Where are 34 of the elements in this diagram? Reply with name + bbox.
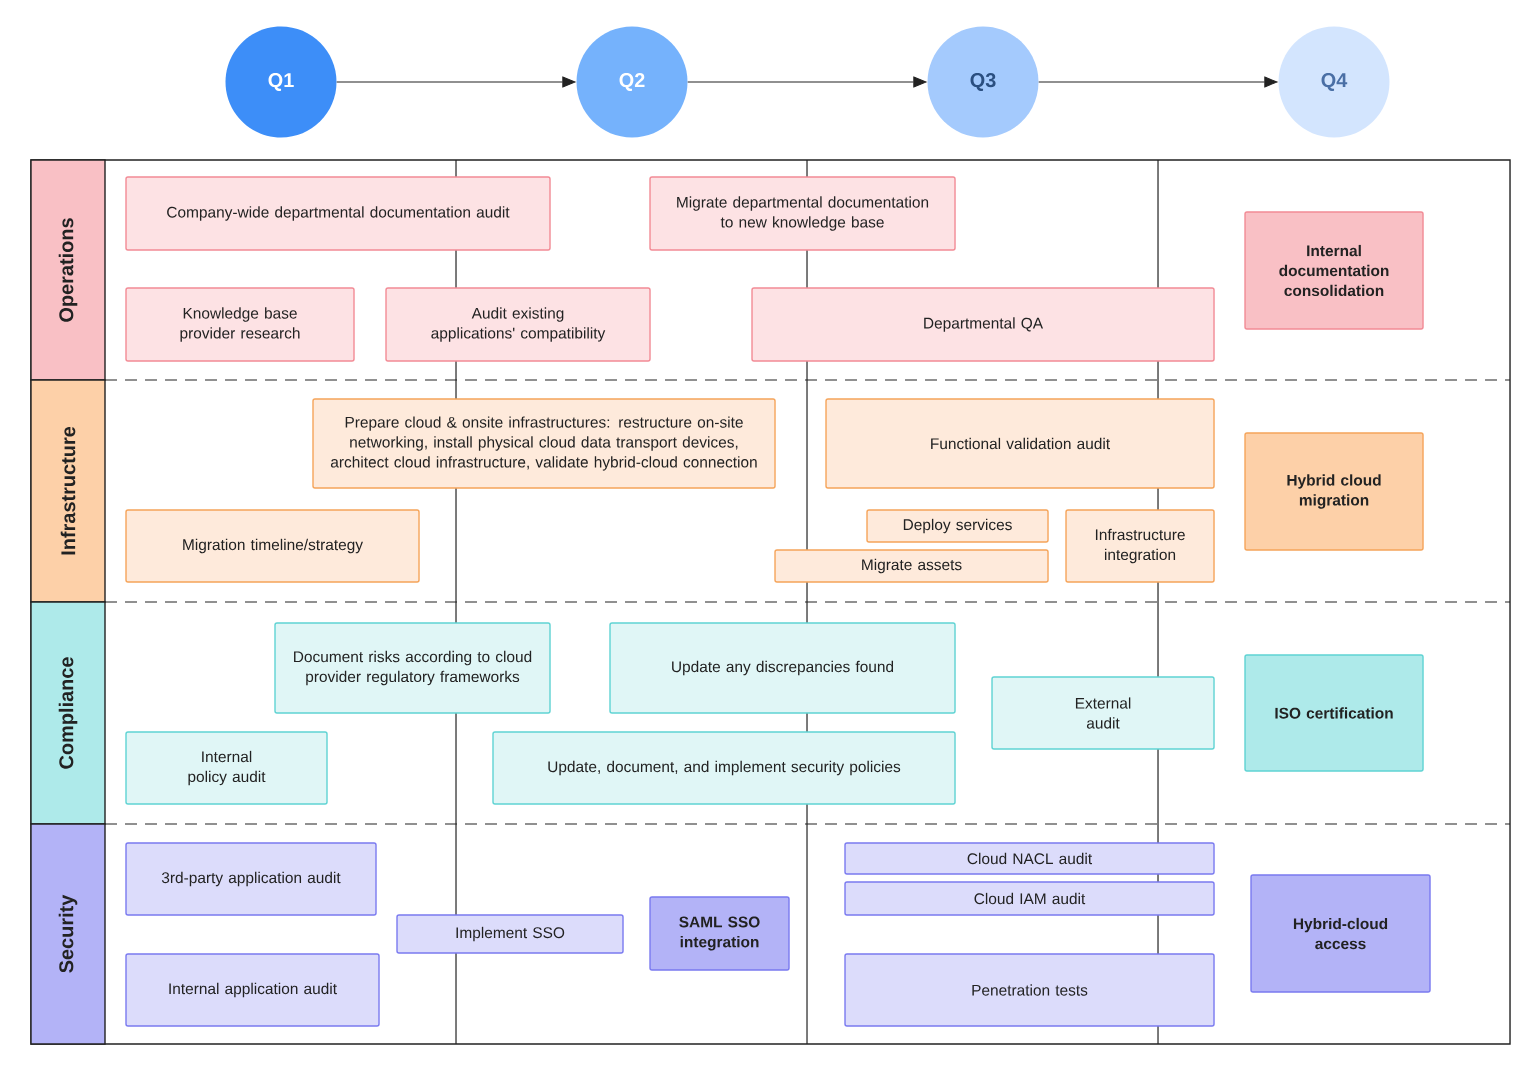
- task-box: Migrate departmental documentation to new knowledge base: [649, 176, 956, 251]
- task-box: 3rd-party application audit: [125, 842, 377, 916]
- arrow: [1038, 76, 1278, 88]
- task-box: Departmental QA: [751, 287, 1215, 362]
- task-box: External audit: [991, 676, 1215, 750]
- lane-header: Security: [30, 823, 106, 1045]
- arrow: [336, 76, 576, 88]
- task-box: Cloud IAM audit: [844, 881, 1215, 916]
- task-box: Migration timeline/strategy: [125, 509, 420, 583]
- task-box: Prepare cloud & onsite infrastructures: restructure on-site networking, install physical cloud data transport devices, architect cloud infrastructure, validate hybrid-cloud connection: [312, 398, 776, 489]
- milestone-box: Hybrid-cloud access: [1250, 874, 1431, 993]
- milestone-box: ISO certification: [1244, 654, 1424, 772]
- task-box: Implement SSO: [396, 914, 624, 954]
- task-box: Functional validation audit: [825, 398, 1215, 489]
- lane-header: Operations: [30, 159, 106, 381]
- lane-header: Compliance: [30, 601, 106, 825]
- task-box: Document risks according to cloud provider regulatory frameworks: [274, 622, 551, 714]
- task-box: Infrastructure integration: [1065, 509, 1215, 583]
- milestone-box: SAML SSO integration: [649, 896, 790, 971]
- milestone-box: Hybrid cloud migration: [1244, 432, 1424, 551]
- task-box: Migrate assets: [774, 549, 1049, 583]
- task-box: Cloud NACL audit: [844, 842, 1215, 875]
- task-box: Audit existing applications' compatibility: [385, 287, 651, 362]
- task-box: Penetration tests: [844, 953, 1215, 1027]
- task-box: Knowledge base provider research: [125, 287, 355, 362]
- milestone-box: Internal documentation consolidation: [1244, 211, 1424, 330]
- task-box: Update any discrepancies found: [609, 622, 956, 714]
- lane-header: Infrastructure: [30, 379, 106, 603]
- task-box: Company-wide departmental documentation audit: [125, 176, 551, 251]
- task-box: Internal application audit: [125, 953, 380, 1027]
- arrow: [687, 76, 927, 88]
- task-box: Update, document, and implement security policies: [492, 731, 956, 805]
- task-box: Internal policy audit: [125, 731, 328, 805]
- task-box: Deploy services: [866, 509, 1049, 543]
